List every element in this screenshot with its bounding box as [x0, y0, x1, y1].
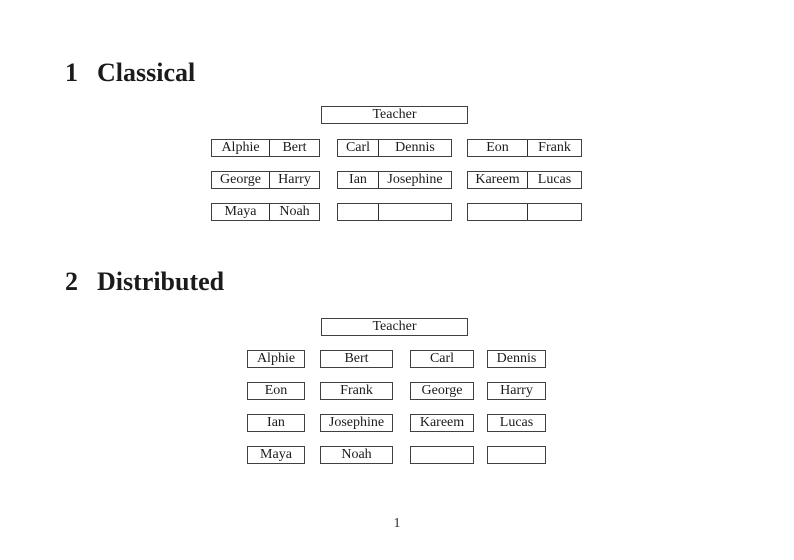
desk-seat: Frank [528, 140, 581, 156]
desk-seat [379, 204, 451, 220]
student-name: Kareem [419, 415, 465, 430]
desk-seat: Carl [338, 140, 379, 156]
student-name: Josephine [387, 172, 443, 187]
student-name: Ian [349, 172, 367, 187]
student-name: Harry [278, 172, 311, 187]
desk-single: Maya [247, 446, 305, 464]
student-name: Alphie [256, 351, 296, 366]
teacher-label: Teacher [372, 319, 417, 334]
section-title: Distributed [97, 267, 225, 296]
desk: Ian Josephine [337, 171, 452, 189]
desk-single-empty [487, 446, 546, 464]
student-name: Maya [224, 204, 257, 219]
section-heading-distributed: 2 Distributed [65, 269, 224, 295]
student-name: Maya [260, 447, 292, 462]
student-name: Josephine [328, 415, 385, 430]
student-name: Dennis [395, 140, 435, 155]
desk-empty [467, 203, 582, 221]
desk-single: Harry [487, 382, 546, 400]
section-title: Classical [97, 58, 196, 87]
desk-seat: Harry [270, 172, 319, 188]
student-name: Carl [345, 140, 371, 155]
desk: Alphie Bert [211, 139, 320, 157]
desk-single: Frank [320, 382, 393, 400]
desk-seat: Ian [338, 172, 379, 188]
desk-single: Carl [410, 350, 474, 368]
desk: Carl Dennis [337, 139, 452, 157]
desk-seat: Josephine [379, 172, 451, 188]
desk-seat: Maya [212, 204, 270, 220]
desk-single: Lucas [487, 414, 546, 432]
student-name: Kareem [475, 172, 520, 187]
desk-seat [338, 204, 379, 220]
desk-seat: Eon [468, 140, 528, 156]
student-name: Noah [279, 204, 310, 219]
student-name: George [220, 172, 261, 187]
desk-seat: Alphie [212, 140, 270, 156]
teacher-box: Teacher [321, 106, 468, 124]
section-number: 1 [65, 58, 78, 87]
student-name: Frank [340, 383, 373, 398]
student-name: Lucas [499, 415, 534, 430]
student-name: Carl [429, 351, 455, 366]
section-heading-classical: 1 Classical [65, 60, 195, 86]
desk-seat: George [212, 172, 270, 188]
desk-empty [337, 203, 452, 221]
student-name: Bert [282, 140, 307, 155]
teacher-label: Teacher [372, 107, 417, 122]
desk-single: Josephine [320, 414, 393, 432]
student-name: Lucas [537, 172, 572, 187]
student-name: Frank [538, 140, 571, 155]
student-name: Eon [486, 140, 509, 155]
desk: Kareem Lucas [467, 171, 582, 189]
student-name: Dennis [496, 351, 537, 366]
student-name: Harry [500, 383, 533, 398]
student-name: Ian [267, 415, 285, 430]
desk-single: Dennis [487, 350, 546, 368]
desk-single: Alphie [247, 350, 305, 368]
teacher-box: Teacher [321, 318, 468, 336]
desk-single: Bert [320, 350, 393, 368]
desk-single: George [410, 382, 474, 400]
student-name: Noah [341, 447, 372, 462]
desk-seat [468, 204, 528, 220]
desk-seat: Lucas [528, 172, 581, 188]
desk-seat: Kareem [468, 172, 528, 188]
section-number: 2 [65, 267, 78, 296]
desk-single-empty [410, 446, 474, 464]
desk-seat: Noah [270, 204, 319, 220]
desk-seat [528, 204, 581, 220]
desk: George Harry [211, 171, 320, 189]
desk-seat: Bert [270, 140, 319, 156]
page-number: 1 [393, 516, 401, 531]
student-name: Alphie [221, 140, 260, 155]
desk: Eon Frank [467, 139, 582, 157]
desk-single: Eon [247, 382, 305, 400]
student-name: Bert [344, 351, 369, 366]
student-name: Eon [264, 383, 288, 398]
desk: Maya Noah [211, 203, 320, 221]
desk-single: Kareem [410, 414, 474, 432]
desk-seat: Dennis [379, 140, 451, 156]
desk-single: Ian [247, 414, 305, 432]
student-name: George [421, 383, 463, 398]
desk-single: Noah [320, 446, 393, 464]
